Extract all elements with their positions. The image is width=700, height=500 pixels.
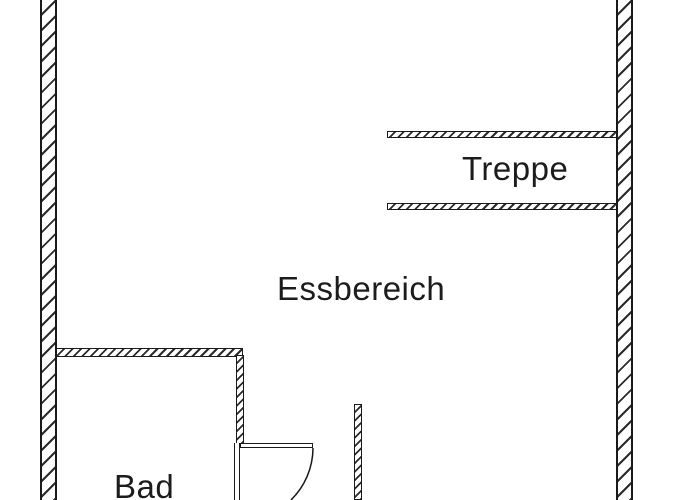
exterior-wall-right bbox=[616, 0, 633, 500]
stair-wall-lower bbox=[387, 203, 617, 210]
room-label-essbereich: Essbereich bbox=[277, 270, 446, 307]
exterior-wall-left bbox=[40, 0, 57, 500]
bath-door-frame bbox=[234, 443, 240, 500]
bath-wall-right bbox=[236, 355, 244, 444]
bath-door-leaf bbox=[240, 443, 313, 448]
stair-wall-upper bbox=[387, 131, 617, 138]
wall-stub-bottom bbox=[354, 404, 362, 500]
bath-wall-top bbox=[56, 348, 243, 357]
room-label-treppe: Treppe bbox=[462, 150, 569, 187]
room-label-bad: Bad bbox=[114, 468, 175, 500]
